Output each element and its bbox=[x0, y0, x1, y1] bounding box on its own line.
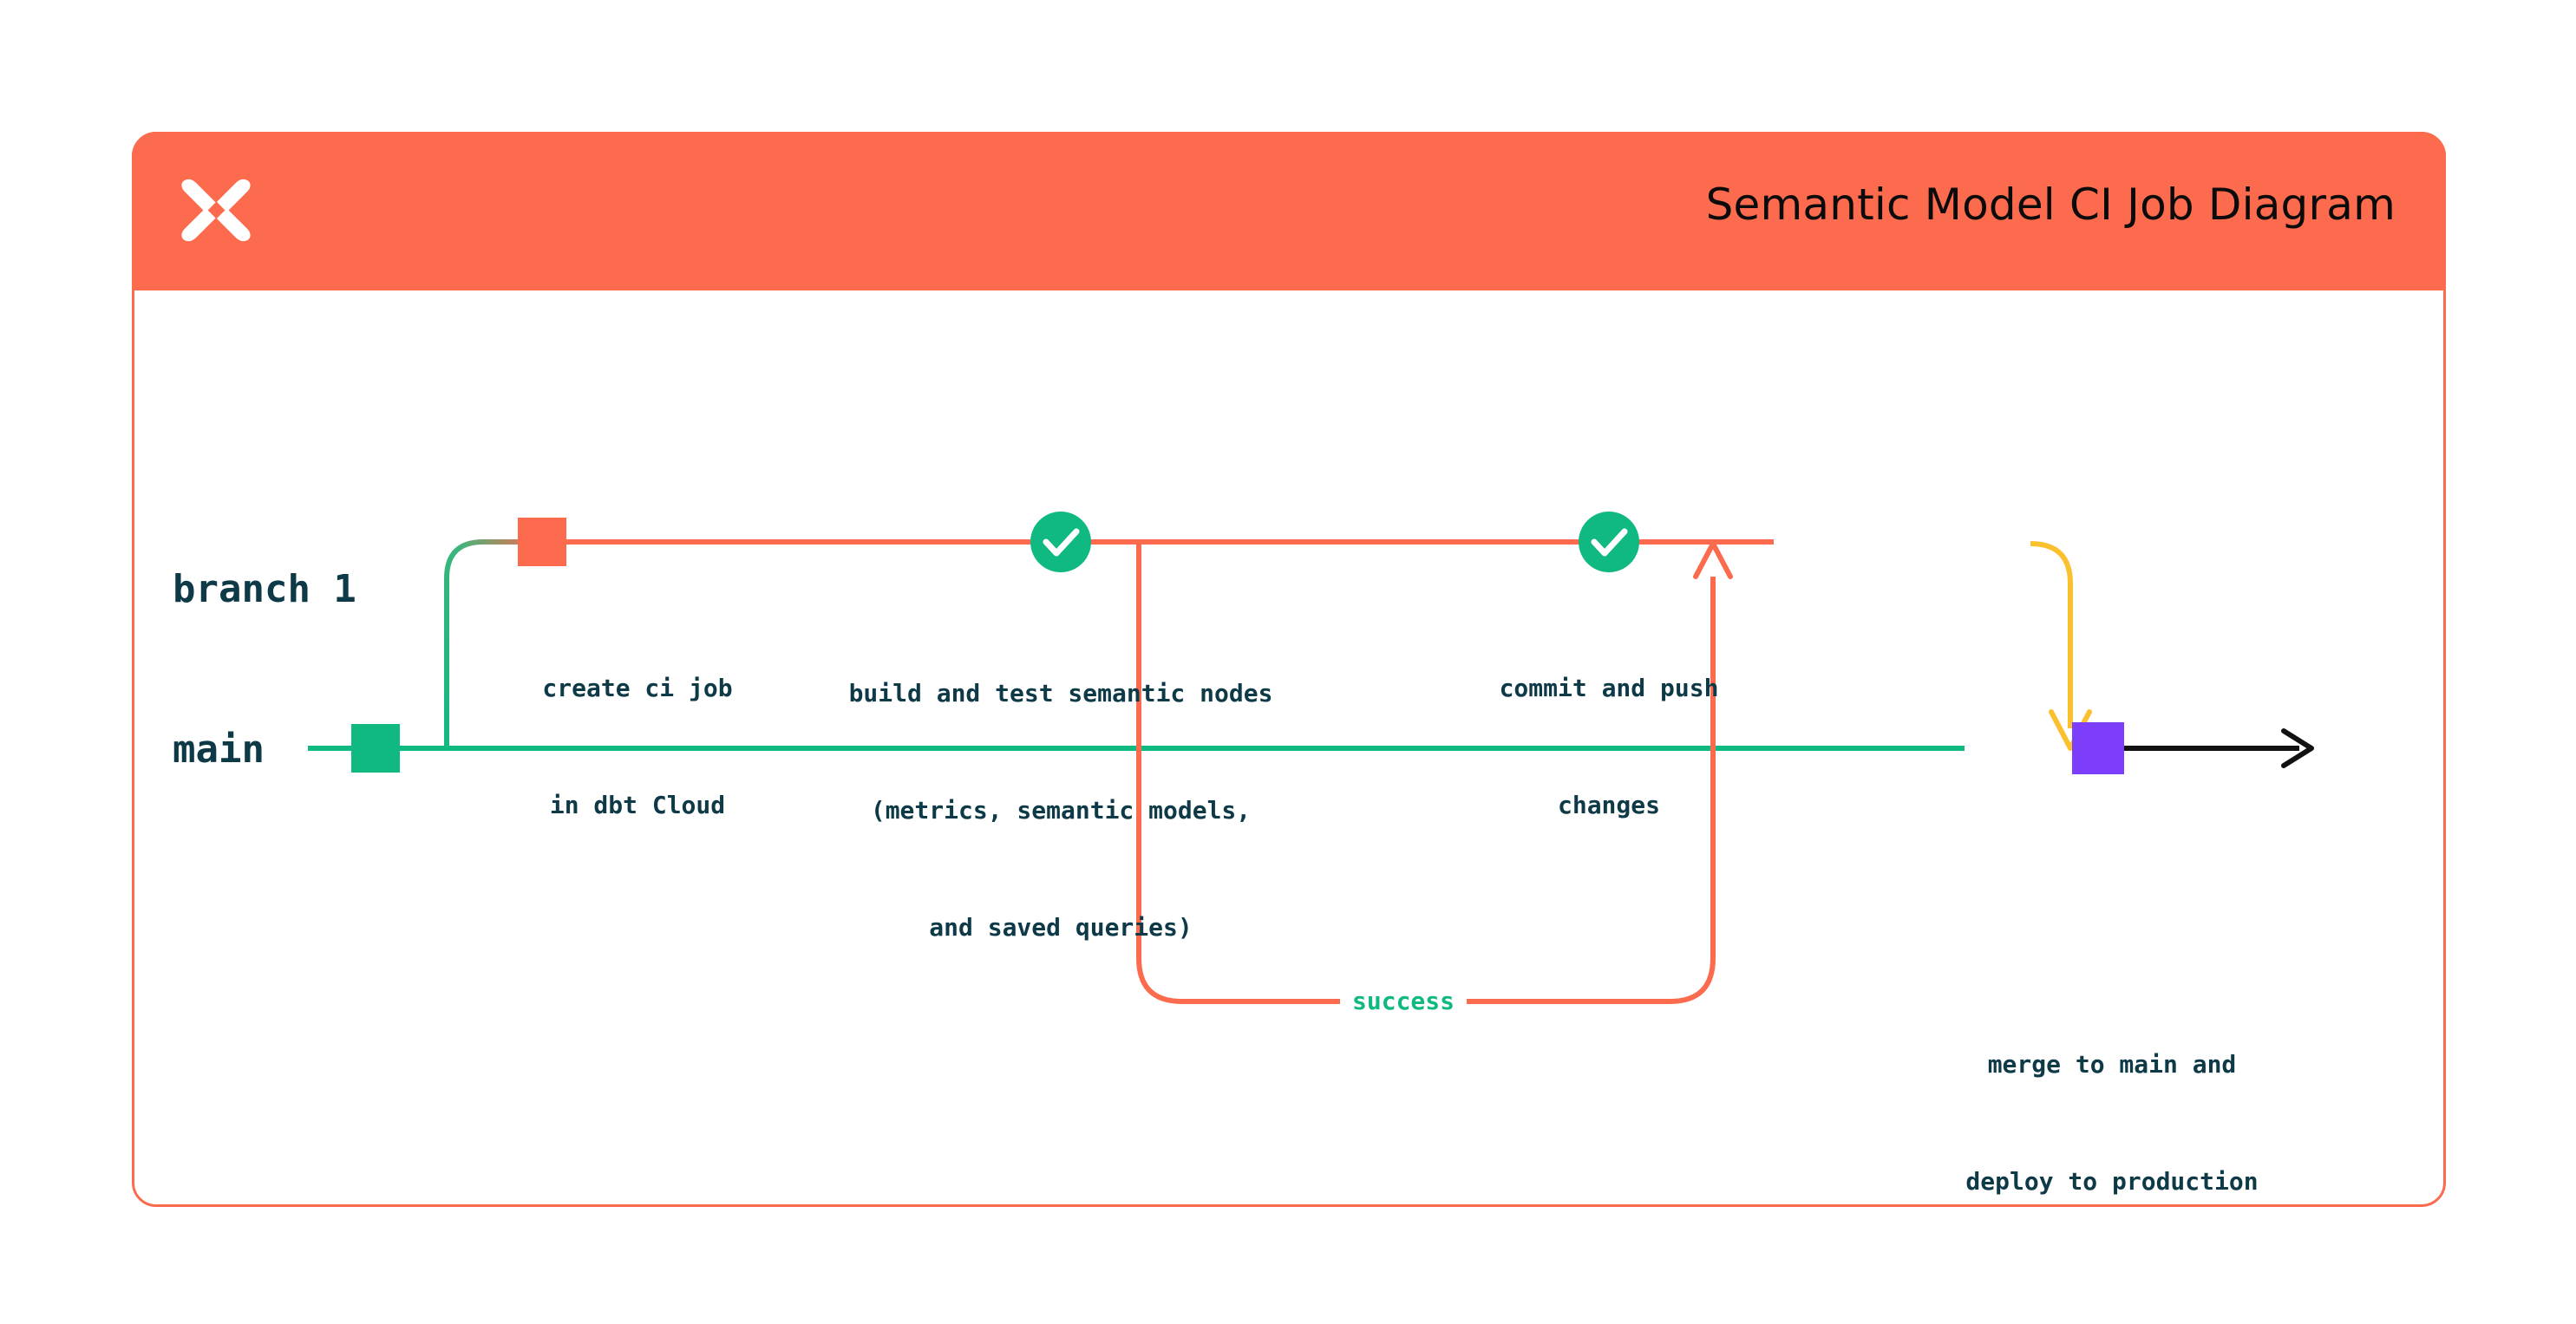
node-merge-to-main[interactable] bbox=[2072, 722, 2124, 774]
caption-merge-to-main: merge to main and deploy to production bbox=[1899, 967, 2324, 1279]
branch-out-edge bbox=[444, 539, 542, 748]
diagram-body: branch 1 main create ci job in dbt Cloud… bbox=[134, 290, 2443, 1204]
lane-label-branch-1: branch 1 bbox=[173, 567, 356, 611]
caption-build-and-test: build and test semantic nodes (metrics, … bbox=[757, 596, 1364, 1025]
node-create-ci-job[interactable] bbox=[518, 518, 566, 566]
caption-line: create ci job bbox=[542, 674, 733, 702]
card-header: Semantic Model CI Job Diagram bbox=[132, 132, 2446, 290]
check-icon bbox=[1043, 528, 1080, 557]
merge-down-edge bbox=[2030, 541, 2092, 751]
dbt-logo-icon bbox=[169, 164, 263, 258]
caption-line: and saved queries) bbox=[929, 913, 1193, 942]
caption-line: build and test semantic nodes bbox=[848, 679, 1273, 708]
caption-line: (metrics, semantic models, bbox=[870, 796, 1252, 825]
caption-create-ci-job: create ci job in dbt Cloud bbox=[499, 590, 776, 903]
caption-line: deploy to production bbox=[1965, 1167, 2259, 1196]
caption-commit-and-push: commit and push changes bbox=[1461, 590, 1756, 903]
caption-line: commit and push bbox=[1499, 674, 1719, 702]
lane-label-main: main bbox=[173, 727, 265, 772]
page-title: Semantic Model CI Job Diagram bbox=[1705, 179, 2396, 230]
production-arrow-edge bbox=[2121, 728, 2314, 768]
check-icon bbox=[1591, 528, 1628, 557]
caption-line: merge to main and bbox=[1987, 1050, 2237, 1079]
edge-label-success: success bbox=[1340, 987, 1468, 1016]
diagram-card: Semantic Model CI Job Diagram bbox=[132, 132, 2446, 1207]
caption-line: in dbt Cloud bbox=[549, 791, 726, 819]
node-main-start[interactable] bbox=[351, 724, 400, 773]
git-graph-canvas bbox=[308, 512, 2314, 1004]
node-build-and-test[interactable] bbox=[1030, 512, 1091, 572]
caption-line: changes bbox=[1557, 791, 1660, 819]
node-commit-and-push[interactable] bbox=[1579, 512, 1639, 572]
